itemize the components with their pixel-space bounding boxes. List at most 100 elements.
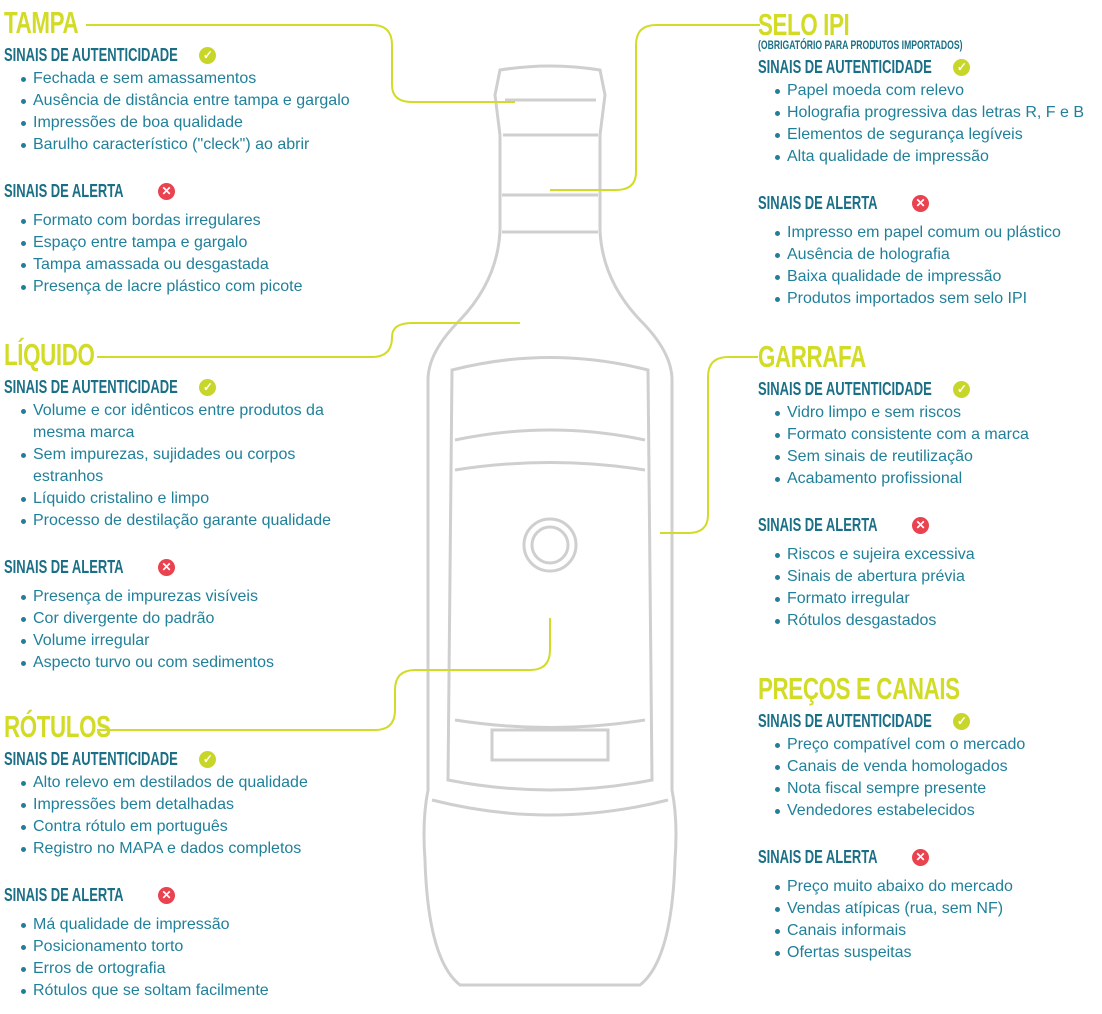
list-item: Presença de lacre plástico com picote xyxy=(21,276,364,298)
list-item: Acabamento profissional xyxy=(775,468,1102,490)
list-item: Formato irregular xyxy=(775,588,1102,610)
x-circle-icon: ✕ xyxy=(912,848,930,866)
list-item: Impressões bem detalhadas xyxy=(21,794,364,816)
alert-label: SINAIS DE ALERTA xyxy=(4,556,124,577)
x-circle-icon: ✕ xyxy=(158,182,176,200)
list-item: Nota fiscal sempre presente xyxy=(775,778,1102,800)
list-item: Produtos importados sem selo IPI xyxy=(775,288,1102,310)
list-item: Espaço entre tampa e gargalo xyxy=(21,232,364,254)
list-item: Processo de destilação garante qualidade xyxy=(21,510,364,532)
list-item: Aspecto turvo ou com sedimentos xyxy=(21,652,364,674)
list-item: Formato com bordas irregulares xyxy=(21,210,364,232)
alert-heading: SINAIS DE ALERTA ✕ xyxy=(758,190,1102,216)
alert-heading: SINAIS DE ALERTA✕ xyxy=(758,844,1102,870)
check-circle-icon: ✓ xyxy=(199,750,217,768)
list-item: Sem impurezas, sujidades ou corpos estra… xyxy=(21,444,364,488)
section-title: PREÇOS E CANAIS xyxy=(758,671,960,706)
list-item: Má qualidade de impressão xyxy=(21,914,364,936)
section-precos: PREÇOS E CANAIS SINAIS DE AUTENTICIDADE ✓ P… xyxy=(758,672,1102,964)
list-item: Registro no MAPA e dados completos xyxy=(21,838,364,860)
authenticity-heading: SINAIS DE AUTENTICIDADE ✓ xyxy=(4,374,364,400)
list-item: Alta qualidade de impressão xyxy=(775,146,1102,168)
list-item: Fechada e sem amassamentos xyxy=(21,68,364,90)
section-title: RÓTULOS xyxy=(4,709,111,744)
authenticity-label: SINAIS DE AUTENTICIDADE xyxy=(4,44,178,65)
list-item: Cor divergente do padrão xyxy=(21,608,364,630)
section-title: SELO IPI xyxy=(758,7,850,42)
bottle-outline xyxy=(422,64,678,987)
list-item: Holografia progressiva das letras R, F e… xyxy=(775,102,1102,124)
list-item: Riscos e sujeira excessiva xyxy=(775,544,1102,566)
list-item: Vendas atípicas (rua, sem NF) xyxy=(775,898,1102,920)
authenticity-label: SINAIS DE AUTENTICIDADE xyxy=(758,378,932,399)
list-item: Papel moeda com relevo xyxy=(775,80,1102,102)
alert-label: SINAIS DE ALERTA xyxy=(758,514,878,535)
list-item: Baixa qualidade de impressão xyxy=(775,266,1102,288)
x-circle-icon: ✕ xyxy=(912,516,930,534)
list-item: Alto relevo em destilados de qualidade xyxy=(21,772,364,794)
alert-label: SINAIS DE ALERTA xyxy=(4,180,124,201)
list-item: Posicionamento torto xyxy=(21,936,364,958)
authenticity-label: SINAIS DE AUTENTICIDADE xyxy=(4,748,178,769)
list-item: Impressões de boa qualidade xyxy=(21,112,364,134)
list-item: Preço muito abaixo do mercado xyxy=(775,876,1102,898)
list-item: Vendedores estabelecidos xyxy=(775,800,1102,822)
list-item: Volume e cor idênticos entre produtos da… xyxy=(21,400,364,444)
section-title: LÍQUIDO xyxy=(4,337,95,372)
list-item: Rótulos desgastados xyxy=(775,610,1102,632)
list-item: Erros de ortografia xyxy=(21,958,364,980)
authenticity-list: Volume e cor idênticos entre produtos da… xyxy=(4,400,364,532)
authenticity-heading: SINAIS DE AUTENTICIDADE✓ xyxy=(758,376,1102,402)
list-item: Impresso em papel comum ou plástico xyxy=(775,222,1102,244)
authenticity-heading: SINAIS DE AUTENTICIDADE✓ xyxy=(758,54,1102,80)
section-title: TAMPA xyxy=(4,5,79,40)
alert-heading: SINAIS DE ALERTA ✕ xyxy=(4,554,364,580)
alert-heading: SINAIS DE ALERTA ✕ xyxy=(4,882,364,908)
section-selo: SELO IPI(OBRIGATÓRIO PARA PRODUTOS IMPOR… xyxy=(758,8,1102,310)
check-circle-icon: ✓ xyxy=(953,58,971,76)
x-circle-icon: ✕ xyxy=(158,558,176,576)
list-item: Ausência de holografia xyxy=(775,244,1102,266)
list-item: Rótulos que se soltam facilmente xyxy=(21,980,364,1002)
alert-label: SINAIS DE ALERTA xyxy=(4,884,124,905)
authenticity-heading: SINAIS DE AUTENTICIDADE ✓ xyxy=(758,708,1102,734)
list-item: Formato consistente com a marca xyxy=(775,424,1102,446)
list-item: Preço compatível com o mercado xyxy=(775,734,1102,756)
list-item: Sinais de abertura prévia xyxy=(775,566,1102,588)
check-circle-icon: ✓ xyxy=(199,46,217,64)
x-circle-icon: ✕ xyxy=(912,194,930,212)
alert-heading: SINAIS DE ALERTA ✕ xyxy=(758,512,1102,538)
x-circle-icon: ✕ xyxy=(158,886,176,904)
list-item: Ofertas suspeitas xyxy=(775,942,1102,964)
list-item: Vidro limpo e sem riscos xyxy=(775,402,1102,424)
list-item: Sem sinais de reutilização xyxy=(775,446,1102,468)
section-title: GARRAFA xyxy=(758,339,866,374)
list-item: Contra rótulo em português xyxy=(21,816,364,838)
section-subtitle: (OBRIGATÓRIO PARA PRODUTOS IMPORTADOS) xyxy=(758,38,963,52)
authenticity-label: SINAIS DE AUTENTICIDADE xyxy=(758,710,932,731)
section-rotulos: RÓTULOS SINAIS DE AUTENTICIDADE ✓ Alto rele… xyxy=(4,710,364,1002)
check-circle-icon: ✓ xyxy=(953,712,971,730)
list-item: Presença de impurezas visíveis xyxy=(21,586,364,608)
authenticity-label: SINAIS DE AUTENTICIDADE xyxy=(4,376,178,397)
list-item: Canais de venda homologados xyxy=(775,756,1102,778)
section-tampa: TAMPA SINAIS DE AUTENTICIDADE ✓ Fechada e s… xyxy=(4,6,364,298)
check-circle-icon: ✓ xyxy=(199,378,217,396)
alert-label: SINAIS DE ALERTA xyxy=(758,192,878,213)
section-liquido: LÍQUIDO SINAIS DE AUTENTICIDADE ✓ Volume e … xyxy=(4,338,364,674)
authenticity-heading: SINAIS DE AUTENTICIDADE ✓ xyxy=(4,42,364,68)
list-item: Líquido cristalino e limpo xyxy=(21,488,364,510)
list-item: Volume irregular xyxy=(21,630,364,652)
list-item: Barulho característico ("cleck") ao abri… xyxy=(21,134,364,156)
